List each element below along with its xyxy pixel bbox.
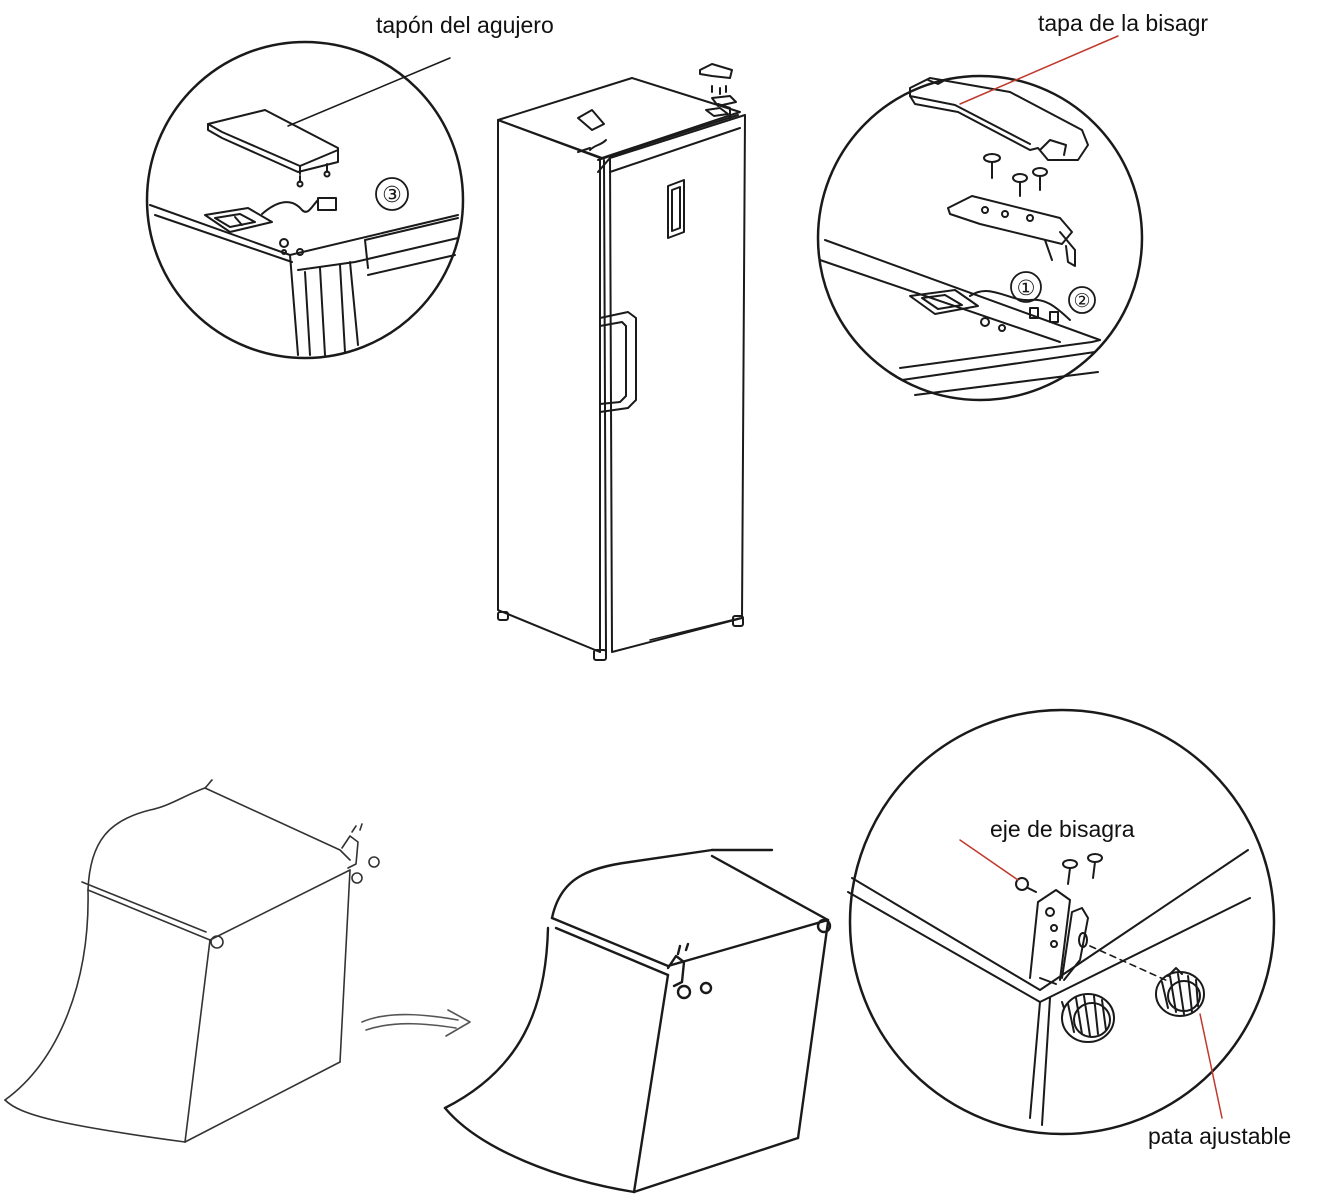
detail-circle-hole-plug: ③ — [145, 40, 465, 360]
label-hinge-pin: eje de bisagra — [990, 816, 1135, 842]
label-hole-plug: tapón del agujero — [376, 12, 554, 38]
transition-arrow — [361, 1009, 471, 1037]
detail-circle-hinge-cover: ① ② — [816, 35, 1144, 402]
label-adjustable-foot: pata ajustable — [1148, 1123, 1292, 1149]
tilted-refrigerator-before — [4, 779, 380, 1143]
step-1-number: ① — [1017, 276, 1036, 300]
step-3-number: ③ — [382, 183, 402, 208]
detail-circle-hinge-pin-foot — [847, 708, 1276, 1136]
tilted-refrigerator-after — [443, 848, 832, 1194]
label-hinge-cover: tapa de la bisagr — [1038, 10, 1209, 36]
step-2-number: ② — [1073, 290, 1090, 312]
refrigerator-overview — [497, 63, 746, 661]
